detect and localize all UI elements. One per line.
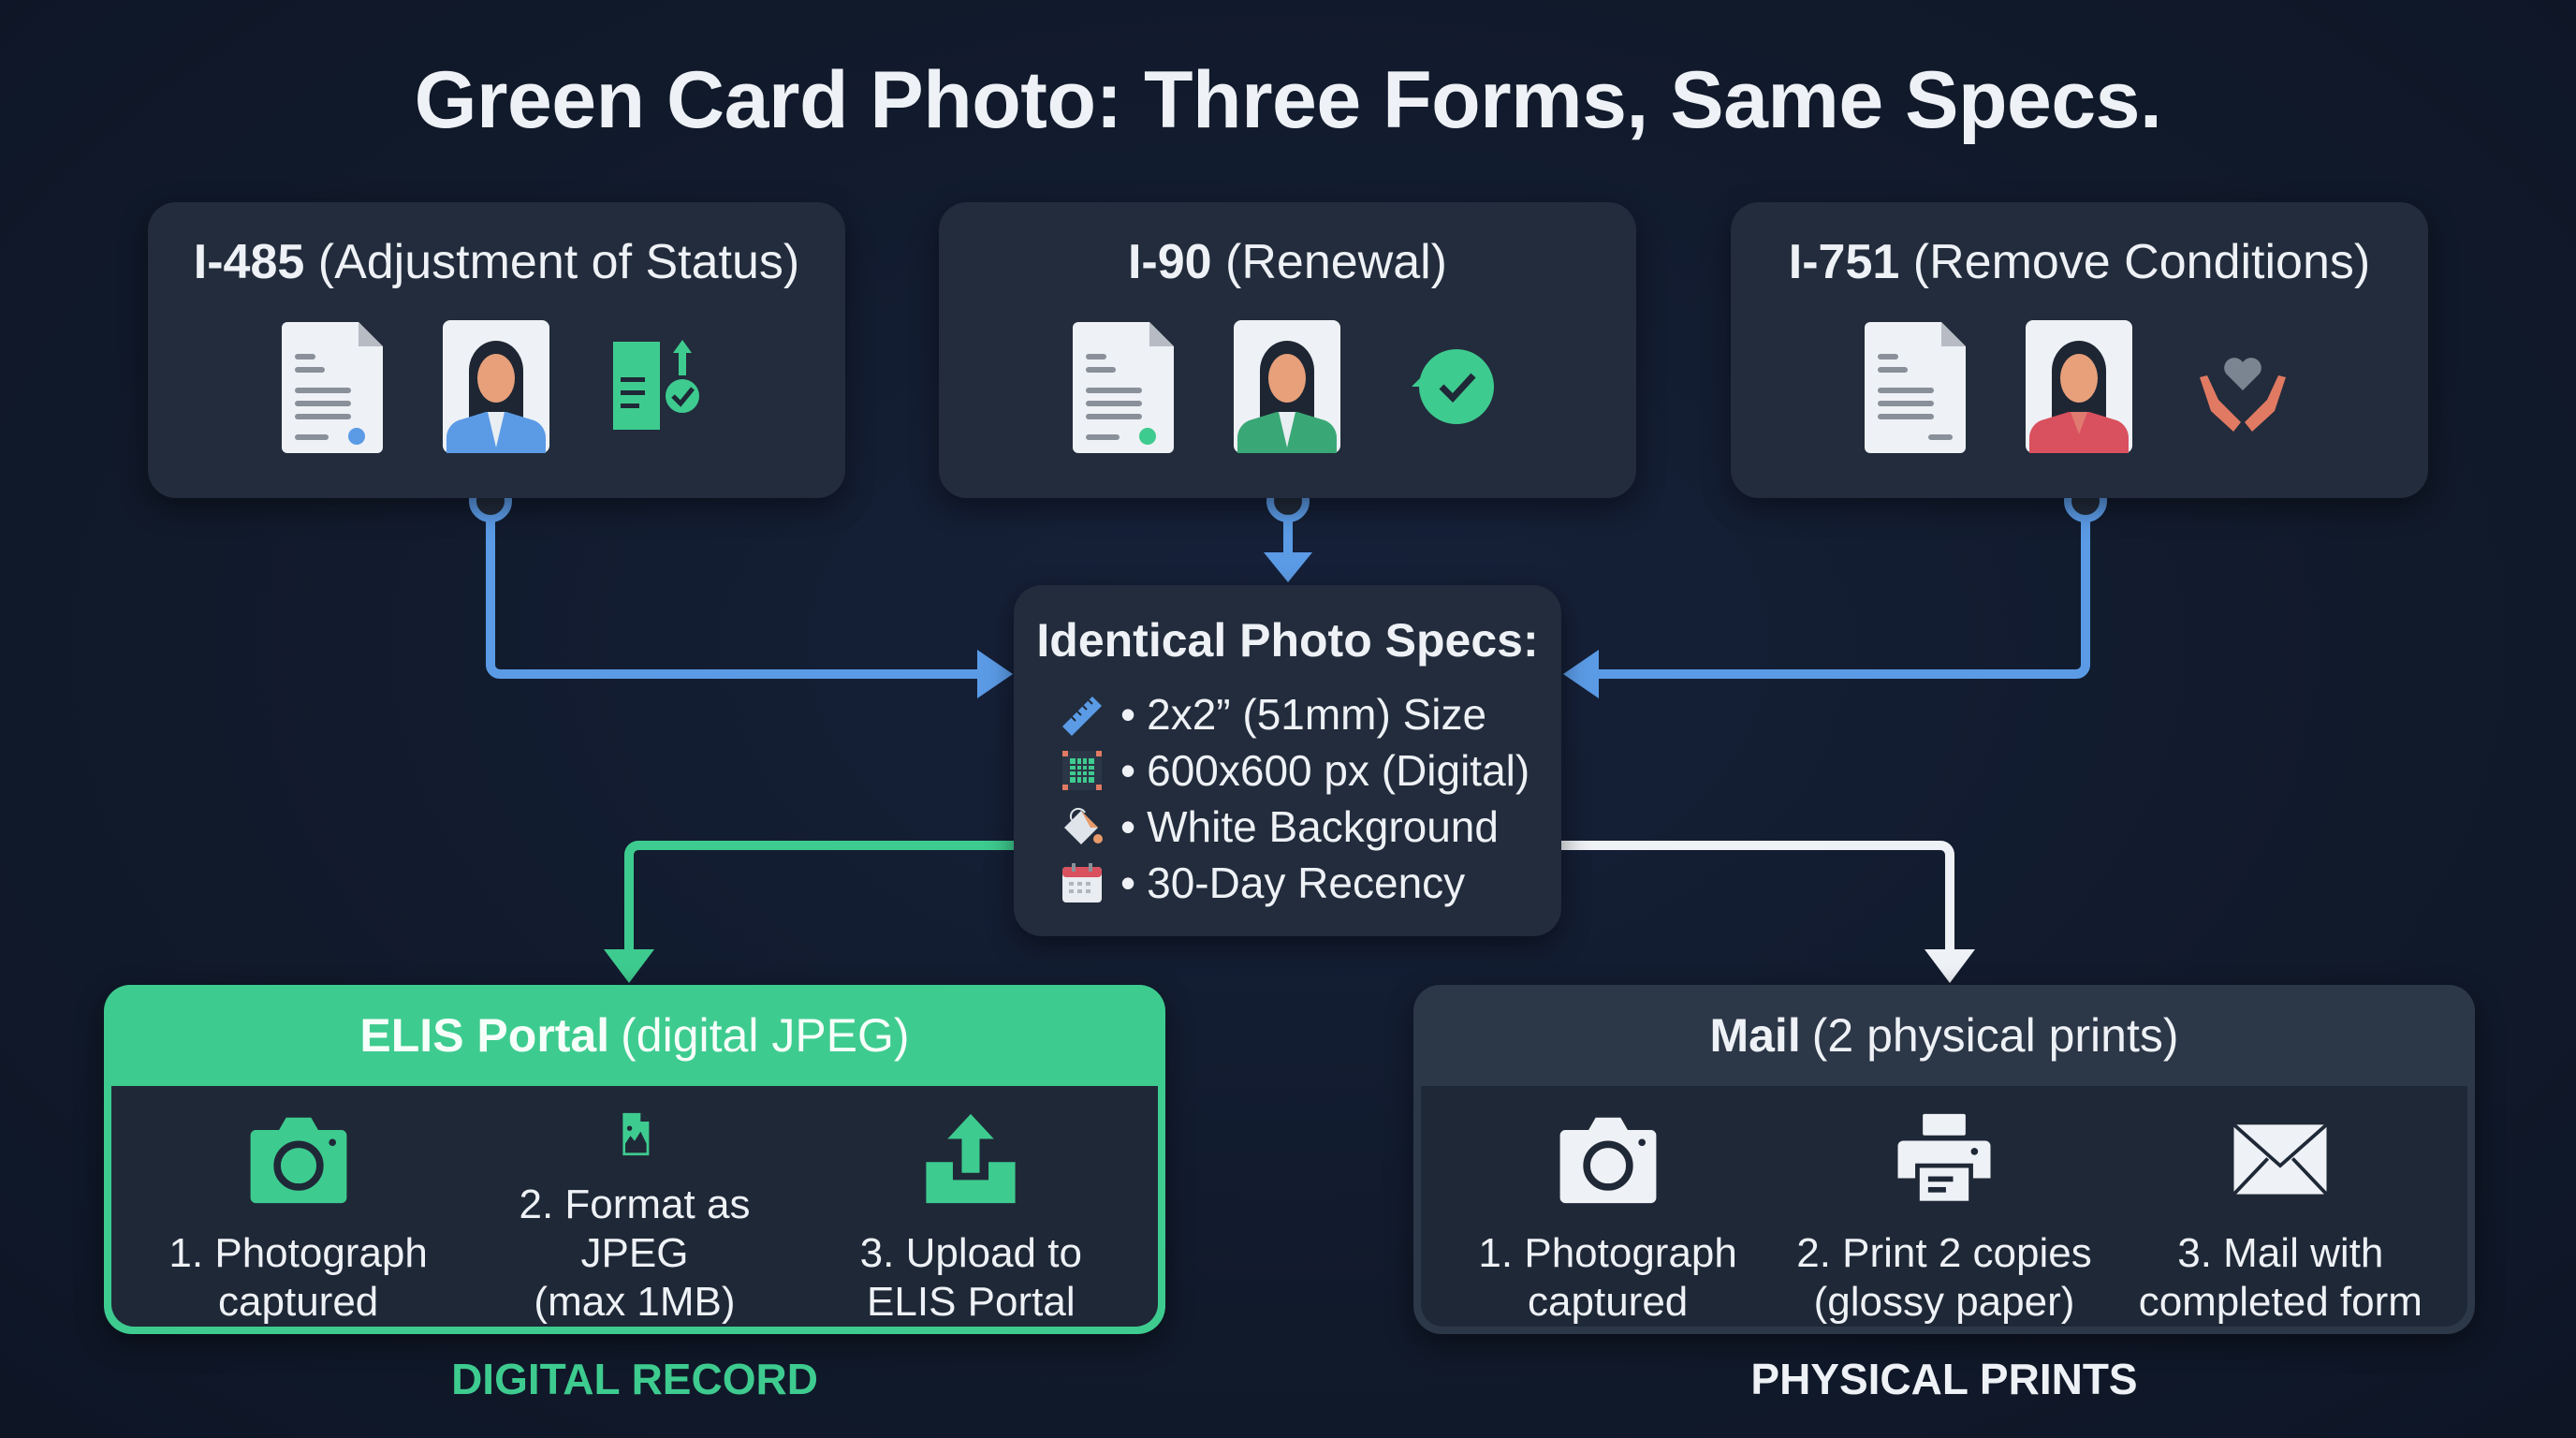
document-approved-icon (612, 340, 703, 430)
route-header: Mail(2 physical prints) (1413, 985, 2475, 1086)
form-description: (Adjustment of Status) (317, 235, 800, 289)
spec-item: •White Background (1059, 799, 1530, 855)
physical-prints-label: PHYSICAL PRINTS (1750, 1355, 2138, 1403)
portrait-red-icon (2025, 320, 2132, 453)
step-print: 2. Print 2 copies(glossy paper) (1785, 1086, 2103, 1327)
specs-list: •2x2” (51mm) Size •600x600 px (Digital) … (1059, 686, 1530, 911)
camera-icon (1559, 1117, 1657, 1204)
paint-bucket-icon (1064, 807, 1103, 844)
portrait-green-icon (1233, 320, 1340, 453)
image-file-icon (622, 1112, 650, 1156)
form-card-i485: I-485 (Adjustment of Status) (148, 202, 845, 498)
document-icon (1864, 322, 1966, 453)
step-format-jpeg: 2. Format as JPEG(max 1MB) (476, 1086, 794, 1327)
form-card-i90: I-90 (Renewal) (939, 202, 1636, 498)
calendar-icon (1062, 863, 1102, 902)
form-code: I-90 (1127, 235, 1212, 289)
ruler-icon (1062, 697, 1102, 736)
renew-check-icon (1411, 349, 1494, 424)
pixel-grid-icon (1062, 751, 1102, 790)
route-header: ELIS Portal(digital JPEG) (104, 985, 1165, 1086)
spec-item: •30-Day Recency (1059, 855, 1530, 911)
spec-text: 600x600 px (Digital) (1147, 746, 1530, 795)
upload-icon (926, 1113, 1016, 1204)
hands-heart-icon (2199, 358, 2286, 432)
document-icon (281, 322, 383, 453)
form-code: I-485 (193, 235, 305, 289)
envelope-icon (2232, 1123, 2329, 1196)
form-code: I-751 (1788, 235, 1900, 289)
page-title: Green Card Photo: Three Forms, Same Spec… (414, 55, 2162, 145)
spec-item: •600x600 px (Digital) (1059, 742, 1530, 799)
spec-text: 2x2” (51mm) Size (1147, 690, 1487, 739)
spec-text: White Background (1147, 802, 1499, 851)
portrait-blue-icon (442, 320, 549, 453)
document-icon (1072, 322, 1174, 453)
camera-icon (250, 1117, 347, 1204)
printer-icon (1897, 1113, 1991, 1205)
spec-text: 30-Day Recency (1147, 858, 1466, 907)
specs-heading: Identical Photo Specs: (1036, 614, 1539, 667)
form-description: (Renewal) (1225, 235, 1448, 289)
spec-item: •2x2” (51mm) Size (1059, 686, 1530, 742)
digital-record-label: DIGITAL RECORD (451, 1355, 818, 1403)
specs-box: Identical Photo Specs: •2x2” (51mm) Size… (1014, 585, 1561, 936)
form-card-i751: I-751 (Remove Conditions) (1731, 202, 2428, 498)
form-description: (Remove Conditions) (1912, 235, 2371, 289)
